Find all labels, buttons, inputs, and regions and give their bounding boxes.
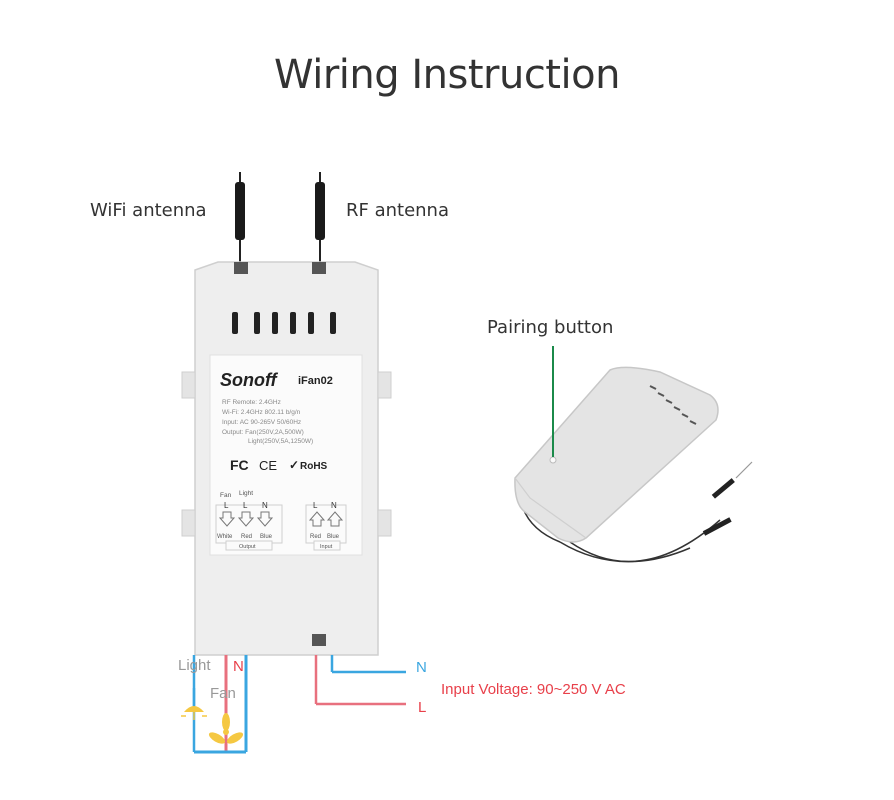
rohs-check-icon: ✓	[289, 458, 299, 472]
arrow-down-icon	[256, 511, 274, 527]
arrow-up-icon	[308, 511, 326, 527]
remote-controller	[514, 366, 753, 563]
input-terminal: L N Red Blue Input	[305, 501, 347, 551]
n-right-label: N	[416, 659, 427, 676]
color-red: Red	[241, 534, 252, 540]
rf-antenna	[315, 172, 325, 262]
arrow-down-icon	[237, 511, 255, 527]
color-white: White	[217, 534, 233, 540]
output-wiring	[192, 655, 248, 754]
spec-input: Input: AC 90-265V 50/60Hz	[222, 419, 301, 426]
group-fan: Fan	[220, 492, 232, 499]
pin-n: N	[262, 501, 268, 510]
pin-input-n: N	[331, 501, 337, 510]
output-caption: Output	[239, 544, 256, 550]
arrow-down-icon	[218, 511, 236, 527]
color-blue: Blue	[260, 534, 273, 540]
pin-input-l: L	[313, 501, 318, 510]
model-text: iFan02	[298, 375, 333, 387]
fan-label: Fan	[210, 685, 236, 702]
fan-icon	[208, 713, 244, 744]
light-bulb-icon	[181, 706, 207, 720]
group-light: Light	[239, 490, 253, 497]
spec-output-fan: Output: Fan(250V,2A,500W)	[222, 429, 304, 436]
color-input-red: Red	[310, 534, 321, 540]
l-right-label: L	[418, 699, 426, 716]
pairing-button-label: Pairing button	[487, 317, 614, 338]
input-voltage-label: Input Voltage: 90~250 V AC	[441, 681, 626, 698]
spec-rf: RF Remote: 2.4GHz	[222, 399, 281, 406]
spec-output-light: Light(250V,5A,1250W)	[248, 438, 313, 445]
pin-l1: L	[224, 501, 229, 510]
ce-mark: CE	[259, 458, 277, 473]
arrow-up-icon	[326, 511, 344, 527]
rf-antenna-label: RF antenna	[346, 200, 449, 221]
n-left-label: N	[233, 658, 244, 675]
page-title: Wiring Instruction	[274, 52, 620, 98]
input-wiring	[314, 655, 406, 706]
fc-mark: FC	[230, 457, 249, 473]
wifi-antenna	[235, 172, 245, 262]
rohs-mark: RoHS	[300, 461, 328, 472]
brand-text: Sonoff	[220, 370, 279, 390]
wifi-antenna-label: WiFi antenna	[90, 200, 207, 221]
pairing-button	[549, 456, 557, 464]
output-terminal: Fan Light L L N White Red Blue Output	[215, 490, 283, 551]
spec-wifi: Wi-Fi: 2.4GHz 802.11 b/g/n	[222, 409, 301, 416]
color-input-blue: Blue	[327, 534, 340, 540]
light-label: Light	[178, 657, 211, 674]
pin-l2: L	[243, 501, 248, 510]
input-caption: Input	[320, 544, 333, 550]
ifan02-device: Sonoff iFan02 RF Remote: 2.4GHz Wi-Fi: 2…	[181, 261, 392, 656]
